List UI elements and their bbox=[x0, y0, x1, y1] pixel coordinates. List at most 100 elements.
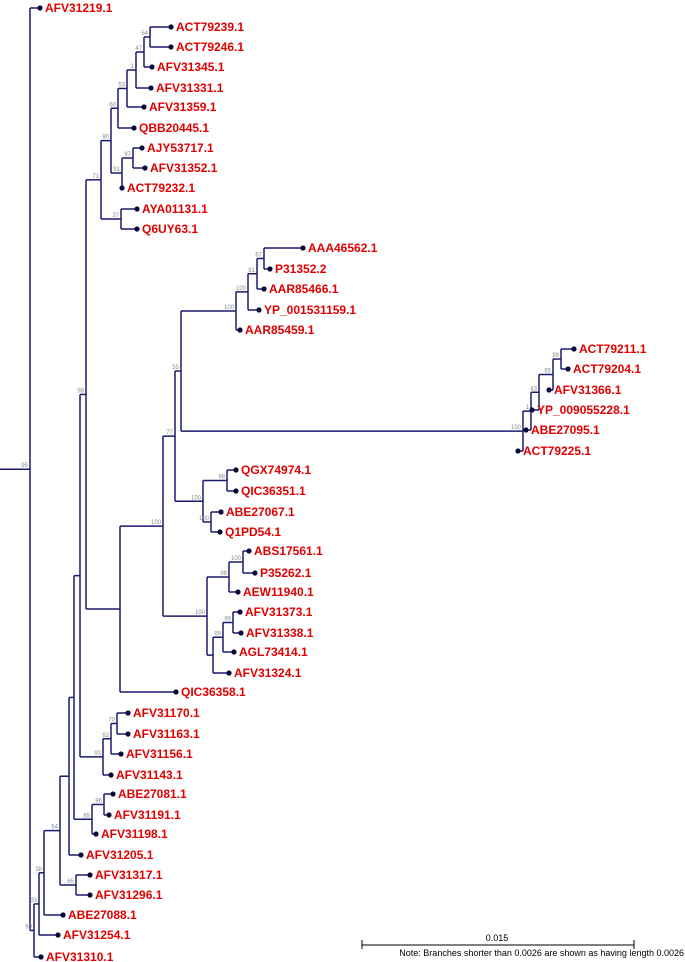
support-value: 43 bbox=[530, 386, 537, 392]
tip-dot bbox=[235, 589, 241, 595]
tip-label: AFV31373.1 bbox=[245, 605, 313, 619]
tip-labels: AFV31219.1ACT79239.1ACT79246.1AFV31345.1… bbox=[45, 1, 647, 962]
tip-label: AFV31310.1 bbox=[46, 950, 114, 962]
tip-label: QIC36351.1 bbox=[241, 484, 306, 498]
tip-dot bbox=[173, 689, 179, 695]
tip-label: ABE27081.1 bbox=[118, 787, 187, 801]
tip-dot bbox=[125, 710, 131, 716]
support-value: 100 bbox=[236, 286, 247, 292]
tip-label: ABS17561.1 bbox=[254, 544, 323, 558]
tip-dot bbox=[110, 791, 116, 797]
tip-dot bbox=[141, 104, 147, 110]
tip-label: AYA01131.1 bbox=[142, 202, 208, 216]
tip-label: AFV31324.1 bbox=[234, 666, 302, 680]
tip-dot bbox=[546, 387, 552, 393]
support-value: 47 bbox=[135, 46, 142, 52]
tip-dot bbox=[238, 630, 244, 636]
tip-dot bbox=[87, 892, 93, 898]
tip-label: AFV31191.1 bbox=[114, 808, 181, 822]
tip-dot bbox=[231, 649, 237, 655]
support-value: 71 bbox=[92, 174, 99, 180]
tip-label: YP_001531159.1 bbox=[264, 303, 356, 317]
tip-label: P31352.2 bbox=[275, 262, 327, 276]
tip-dot bbox=[149, 64, 155, 70]
tip-dot bbox=[139, 145, 145, 151]
tip-label: AFV31331.1 bbox=[156, 81, 224, 95]
tip-label: AFV31366.1 bbox=[554, 383, 622, 397]
tip-dot bbox=[78, 852, 84, 858]
support-value: 54 bbox=[51, 825, 58, 831]
tip-label: QBB20445.1 bbox=[139, 121, 209, 135]
tip-dot bbox=[55, 932, 61, 938]
support-value: 55 bbox=[172, 365, 179, 371]
tip-dot bbox=[300, 245, 306, 251]
support-values: 5447153608791903771678110010055996543110… bbox=[21, 31, 559, 930]
tip-dot bbox=[523, 427, 529, 433]
support-value: 1 bbox=[526, 405, 530, 411]
tip-label: Q6UY63.1 bbox=[142, 222, 198, 236]
support-value: 98 bbox=[220, 571, 227, 577]
tip-dot bbox=[261, 286, 267, 292]
tip-label: ACT79211.1 bbox=[579, 342, 647, 356]
support-value: 99 bbox=[224, 617, 231, 623]
support-value: 99 bbox=[214, 631, 221, 637]
tip-label: AFV31163.1 bbox=[133, 727, 200, 741]
tip-label: ACT79232.1 bbox=[127, 181, 195, 195]
tip-dot bbox=[226, 670, 232, 676]
support-value: 100 bbox=[151, 520, 162, 526]
support-value: 77 bbox=[166, 430, 173, 436]
tip-dot bbox=[256, 307, 262, 313]
tip-dot bbox=[60, 912, 66, 918]
support-value: 91 bbox=[113, 167, 120, 173]
tip-dot bbox=[565, 366, 571, 372]
tip-dot bbox=[108, 772, 114, 778]
tip-dot bbox=[233, 467, 239, 473]
tip-dot bbox=[237, 609, 243, 615]
tip-dot bbox=[134, 226, 140, 232]
tip-label: AFV31143.1 bbox=[116, 768, 183, 782]
tip-dot bbox=[87, 872, 93, 878]
tip-label: ABE27067.1 bbox=[226, 505, 295, 519]
tip-label: AFV31156.1 bbox=[126, 747, 193, 761]
tip-dot bbox=[125, 731, 131, 737]
support-value: 100 bbox=[231, 556, 242, 562]
support-value: 65 bbox=[544, 369, 551, 375]
tip-label: AEW11940.1 bbox=[243, 585, 314, 599]
tip-dot bbox=[148, 85, 154, 91]
tip-dot bbox=[267, 266, 273, 272]
tip-dot bbox=[38, 954, 44, 960]
tip-label: AFV31254.1 bbox=[63, 928, 131, 942]
support-value: 87 bbox=[124, 152, 131, 158]
tip-dot bbox=[37, 5, 43, 11]
tip-label: AFV31352.1 bbox=[150, 161, 218, 175]
tip-dot bbox=[106, 812, 112, 818]
support-value: 62 bbox=[102, 733, 109, 739]
support-value: 100 bbox=[195, 610, 206, 616]
tip-dot bbox=[131, 125, 137, 131]
support-value: 96 bbox=[95, 799, 102, 805]
support-value: 98 bbox=[218, 475, 225, 481]
tip-dot bbox=[168, 44, 174, 50]
tip-label: ABE27088.1 bbox=[68, 908, 137, 922]
tip-label: ACT79204.1 bbox=[573, 362, 641, 376]
tip-label: AFV31198.1 bbox=[101, 827, 168, 841]
support-value: 85 bbox=[83, 813, 90, 819]
tip-dot bbox=[237, 327, 243, 333]
tip-label: AFV31317.1 bbox=[95, 868, 163, 882]
tip-dot bbox=[93, 831, 99, 837]
tip-label: AAR85466.1 bbox=[269, 282, 339, 296]
support-value: 37 bbox=[112, 213, 119, 219]
tip-dot bbox=[252, 570, 258, 576]
tip-label: AFV31338.1 bbox=[246, 626, 314, 640]
tip-label: AFV31219.1 bbox=[45, 1, 113, 15]
scale-bar: 0.015 Note: Branches shorter than 0.0026… bbox=[361, 933, 684, 958]
tip-dot bbox=[119, 185, 125, 191]
tip-label: AFV31296.1 bbox=[95, 888, 163, 902]
tip-dot bbox=[142, 165, 148, 171]
tip-label: ACT79239.1 bbox=[176, 20, 244, 34]
tip-label: AFV31345.1 bbox=[157, 60, 225, 74]
tip-label: AAR85459.1 bbox=[245, 323, 315, 337]
tree-branches bbox=[0, 7, 574, 958]
tip-label: QIC36358.1 bbox=[181, 685, 246, 699]
